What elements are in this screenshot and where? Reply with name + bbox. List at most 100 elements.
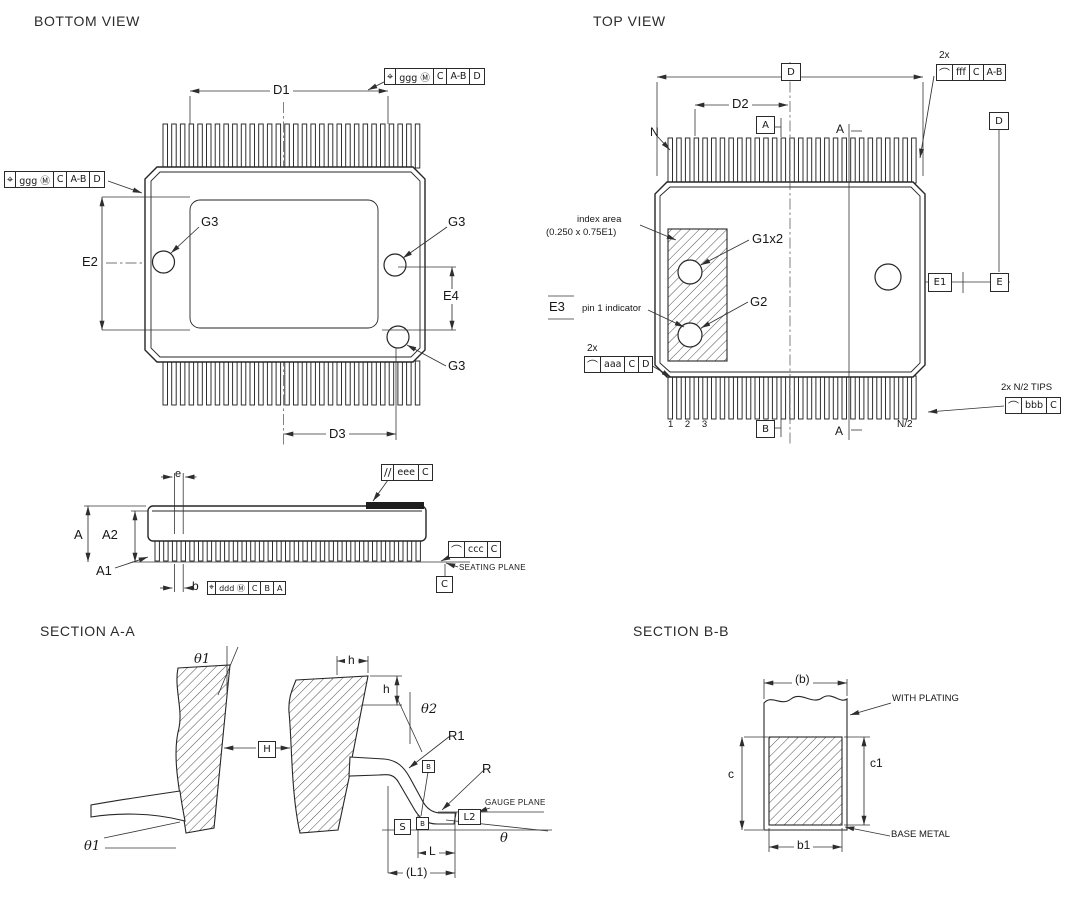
fcf-datum: D <box>473 71 481 82</box>
lead-pin <box>258 360 264 406</box>
fcf-parallelism-eee: // eee C <box>381 464 433 481</box>
lead-pin <box>832 137 839 184</box>
lead-pin <box>240 123 247 169</box>
lead-pin <box>397 360 403 406</box>
fcf-profile-ccc: ⌒ ccc C <box>448 541 502 558</box>
section-bb-title: SECTION B-B <box>633 623 730 639</box>
fcf-datum: C <box>970 65 984 80</box>
lead-pin <box>171 360 177 406</box>
lead-pin <box>824 375 830 420</box>
lead-pin <box>711 375 717 420</box>
lead-pin <box>815 375 821 420</box>
lead-pin <box>902 375 908 420</box>
lead-pin <box>771 137 778 184</box>
bottom-view-geometry <box>99 78 456 446</box>
basic-dim-d-box: D <box>781 63 801 81</box>
label-g3: G3 <box>201 214 219 229</box>
lead-pin <box>223 360 229 406</box>
lead-pin <box>214 360 221 406</box>
dim-h-top: h <box>345 653 358 668</box>
fcf-position-ggg-left: ⌖ ggg Ⓜ C A-B D <box>4 171 105 188</box>
lead-pin <box>388 123 395 169</box>
lead-pin <box>850 375 856 420</box>
position-symbol-icon: ⌖ <box>5 172 17 187</box>
lead-pin <box>676 375 682 420</box>
lead-pin <box>162 123 168 169</box>
lead-pin <box>771 375 778 420</box>
lead-pin <box>667 375 673 420</box>
lead-pin <box>380 360 386 406</box>
lead-pin <box>362 123 369 169</box>
fcf-tolerance: eee <box>394 465 419 480</box>
top-view-geometry <box>548 62 1010 446</box>
top-pin-row-top <box>667 137 917 184</box>
bottom-exposed-pad <box>189 199 379 329</box>
lead-pin <box>763 375 769 420</box>
lead-pin <box>684 375 691 420</box>
lead-pin <box>745 375 752 420</box>
index-area-note: index area <box>577 214 622 225</box>
fcf-datum: D <box>93 174 101 185</box>
lead-pin <box>214 123 221 169</box>
dim-e-pitch: e <box>175 468 182 480</box>
lead-pin <box>893 375 900 420</box>
lead-pin <box>841 375 847 420</box>
lead-pin <box>806 137 813 184</box>
lead-pin <box>798 137 804 184</box>
lead-pin <box>293 123 299 169</box>
lead-pin <box>240 360 247 406</box>
lead-pin <box>911 137 917 184</box>
position-symbol-icon: ⌖ <box>209 582 217 594</box>
lead-pin <box>258 123 264 169</box>
section-aa-geometry <box>90 646 552 878</box>
label-g3: G3 <box>448 214 466 229</box>
lead-pin <box>336 123 342 169</box>
lead-pin <box>162 360 168 406</box>
lead-pin <box>693 137 700 184</box>
lead-pin <box>858 137 865 184</box>
lead-pin <box>806 375 813 420</box>
lead-pin <box>197 360 203 406</box>
lead-pin <box>188 360 195 406</box>
section-a-marker-bottom: A <box>835 424 844 438</box>
side-top-mark <box>366 502 424 509</box>
pin-numbers: 1 2 3 <box>668 419 712 430</box>
dim-b: b <box>192 579 199 593</box>
with-plating-note: WITH PLATING <box>892 693 959 704</box>
lead-profile-right <box>348 756 457 825</box>
lead-pin <box>319 360 325 406</box>
ref-e1-box: E1 <box>928 273 952 292</box>
parallelism-symbol-icon: // <box>382 465 395 480</box>
bottom-pin-row-top <box>162 123 421 169</box>
label-g1x2: G1x2 <box>752 231 784 246</box>
lead-pin <box>371 123 377 169</box>
dim-e4: E4 <box>440 288 462 304</box>
bottom-pin-row-bottom <box>162 360 421 406</box>
lead-pin <box>171 123 177 169</box>
fcf-datum: C <box>490 544 498 555</box>
lead-pin <box>249 123 255 169</box>
dim-r: R <box>482 761 492 776</box>
lead-pin <box>702 375 708 420</box>
lead-pin <box>676 137 682 184</box>
lead-pin <box>737 375 743 420</box>
section-b-marker-bottom: B <box>416 817 429 830</box>
lead-pin <box>293 360 299 406</box>
lead-pin <box>223 123 229 169</box>
lead-pin <box>876 137 882 184</box>
top-view-title: TOP VIEW <box>593 13 666 29</box>
fcf-datum: A <box>276 583 283 593</box>
basic-dim-b-box: B <box>756 420 775 438</box>
guide-hole <box>383 253 407 277</box>
guide-hole-g1 <box>677 259 703 285</box>
lead-pin <box>380 123 386 169</box>
ref-e-box: E <box>990 273 1009 292</box>
lead-pin <box>684 137 691 184</box>
fcf-tolerance: ddd Ⓜ <box>216 582 249 594</box>
profile-symbol-icon: ⌒ <box>449 542 465 557</box>
guide-hole-g2 <box>677 322 703 348</box>
fcf-datum: C <box>625 357 640 372</box>
seating-plane-note: SEATING PLANE <box>459 563 526 572</box>
lead-pin <box>319 123 325 169</box>
dim-d2: D2 <box>729 96 752 112</box>
